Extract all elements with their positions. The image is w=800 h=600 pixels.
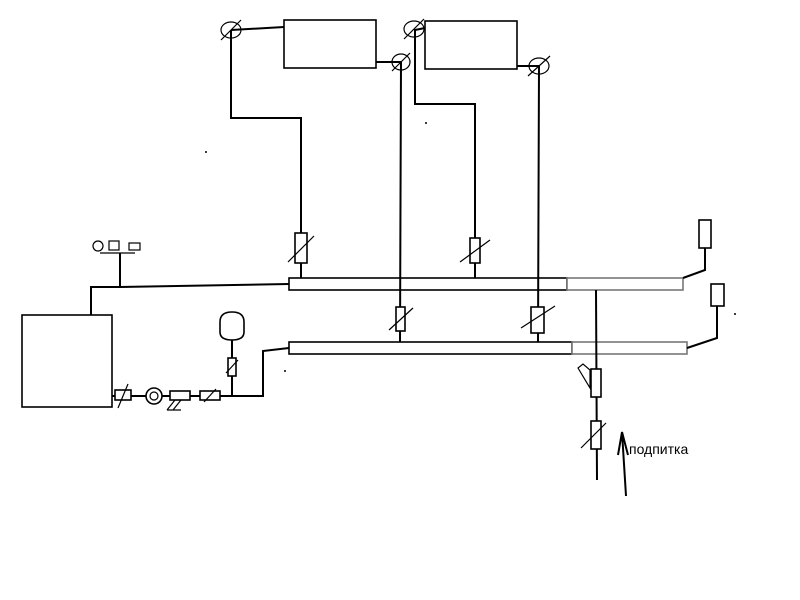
supply-manifold — [288, 277, 684, 291]
return-pipe — [112, 347, 290, 397]
radiator-1-return — [376, 52, 411, 343]
makeup-arrow-icon — [617, 431, 629, 497]
boiler — [21, 314, 113, 408]
supply-pipe — [119, 283, 290, 288]
safety-group — [90, 240, 141, 315]
radiator-2 — [424, 20, 518, 70]
check-valve — [199, 388, 221, 403]
makeup-line — [577, 289, 607, 481]
return-manifold — [288, 341, 688, 355]
radiator-2-supply — [403, 18, 476, 278]
balancing-valve-3 — [388, 306, 414, 332]
shutoff-valve — [114, 383, 132, 409]
makeup-label: подпитка — [629, 441, 689, 457]
strainer-filter — [166, 390, 191, 411]
radiator-1-supply — [220, 19, 302, 278]
balancing-valve-4 — [520, 305, 556, 334]
pressure-gauge-icon — [92, 240, 104, 252]
stray-dots — [205, 122, 736, 372]
balancing-valve-2 — [459, 237, 491, 264]
expansion-tank — [219, 311, 245, 396]
radiator-1 — [283, 19, 377, 69]
circulation-pump-icon — [145, 387, 163, 405]
balancing-valve-1 — [287, 232, 315, 264]
air-vent-icon — [108, 240, 120, 251]
supply-manifold-vent — [682, 219, 712, 279]
return-manifold-vent — [686, 283, 725, 349]
radiator-2-return — [517, 55, 551, 343]
safety-valve-icon — [128, 242, 141, 251]
